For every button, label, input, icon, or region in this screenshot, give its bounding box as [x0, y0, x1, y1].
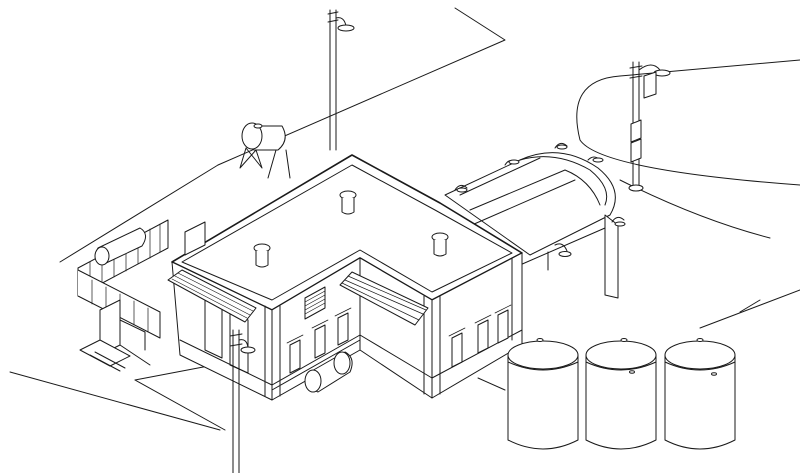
- windows-front: [287, 308, 351, 373]
- awning-right: [340, 272, 428, 325]
- storage-tank: [508, 339, 578, 450]
- awning-left: [168, 270, 256, 322]
- shed-lamps: [455, 143, 625, 256]
- propane-tank: [95, 228, 146, 265]
- rear-shed: [445, 153, 618, 298]
- roof-vent: [432, 233, 448, 256]
- roof-vent: [340, 191, 356, 214]
- main-building: [168, 155, 522, 400]
- roof-vent: [254, 244, 270, 267]
- storage-tank: [586, 339, 656, 450]
- elevated-tank: [240, 123, 290, 178]
- storage-tank: [665, 339, 735, 450]
- lamp-post: [328, 10, 354, 150]
- louver-vent: [305, 287, 325, 319]
- propane-tank: [305, 352, 352, 392]
- windows-wing: [449, 305, 511, 367]
- ground-lines: [10, 8, 800, 430]
- lamp-post: [230, 330, 255, 473]
- equipment: [80, 300, 145, 371]
- lamp-post: [629, 62, 670, 191]
